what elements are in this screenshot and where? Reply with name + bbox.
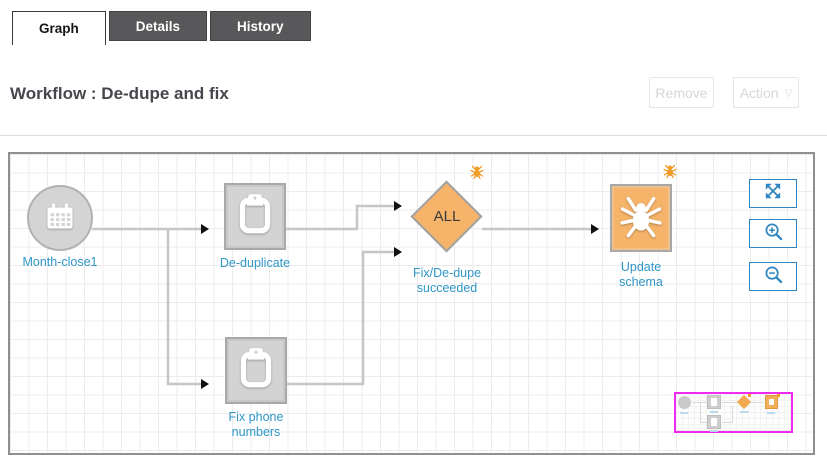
minimap-label: [710, 411, 718, 413]
minimap-edge: [722, 422, 732, 423]
minimap-label: [680, 412, 688, 414]
node-de-duplicate-label: De-duplicate: [219, 256, 291, 270]
clipboard-icon: [234, 191, 276, 242]
node-fix-phone-numbers-label: Fix phone numbers: [228, 410, 284, 439]
expand-icon: [764, 182, 782, 205]
tab-bar: Graph Details History: [12, 11, 314, 45]
node-gate-label: Fix/De-dupe succeeded: [412, 266, 482, 295]
action-button-label: Action: [739, 84, 779, 101]
minimap-label: [740, 411, 748, 413]
tab-details[interactable]: Details: [108, 11, 208, 41]
minimap-edge: [732, 406, 733, 423]
minimap-node: [707, 415, 721, 429]
minimap-node: [707, 395, 721, 409]
crawler-badge-icon: [662, 163, 678, 179]
zoom-out-button[interactable]: [749, 262, 797, 291]
workflow-canvas[interactable]: Month-close1 De-duplicate: [8, 152, 815, 455]
minimap-node: [736, 394, 752, 410]
minimap-edge: [722, 402, 738, 403]
zoom-out-icon: [764, 265, 783, 289]
remove-button[interactable]: Remove: [649, 77, 714, 108]
node-month-close1-label: Month-close1: [22, 255, 98, 269]
node-fix-phone-numbers[interactable]: [225, 337, 287, 404]
calendar-icon: [43, 200, 77, 237]
spider-icon: [618, 193, 664, 244]
minimap-edge: [700, 422, 707, 423]
clipboard-icon: [235, 345, 277, 396]
minimap-edge: [750, 402, 764, 403]
minimap-edge: [692, 402, 707, 403]
minimap-label: [767, 412, 775, 414]
tab-history-label: History: [237, 18, 284, 34]
minimap-node: [678, 396, 691, 409]
page-title: Workflow : De-dupe and fix: [10, 84, 229, 103]
minimap-badge: [777, 394, 780, 397]
node-de-duplicate[interactable]: [224, 183, 286, 250]
tab-graph[interactable]: Graph: [12, 11, 106, 45]
tab-graph-label: Graph: [39, 21, 79, 36]
minimap[interactable]: [674, 392, 793, 433]
node-update-schema[interactable]: [610, 184, 672, 252]
minimap-node: [765, 395, 778, 409]
crawler-badge-icon: [469, 164, 485, 180]
chevron-down-icon: ▽: [784, 87, 793, 99]
zoom-in-icon: [764, 222, 783, 246]
minimap-badge: [748, 394, 751, 397]
remove-button-label: Remove: [655, 84, 708, 101]
tab-history[interactable]: History: [210, 11, 311, 41]
node-month-close1[interactable]: [27, 185, 93, 251]
node-update-schema-label: Update schema: [619, 260, 663, 289]
header-divider: [0, 135, 827, 136]
minimap-label: [710, 430, 718, 432]
tab-details-label: Details: [135, 18, 181, 34]
minimap-edge: [700, 402, 701, 423]
fit-to-screen-button[interactable]: [749, 179, 797, 208]
action-button[interactable]: Action ▽: [733, 77, 799, 108]
zoom-in-button[interactable]: [749, 219, 797, 248]
gate-condition-text: ALL: [433, 208, 461, 225]
